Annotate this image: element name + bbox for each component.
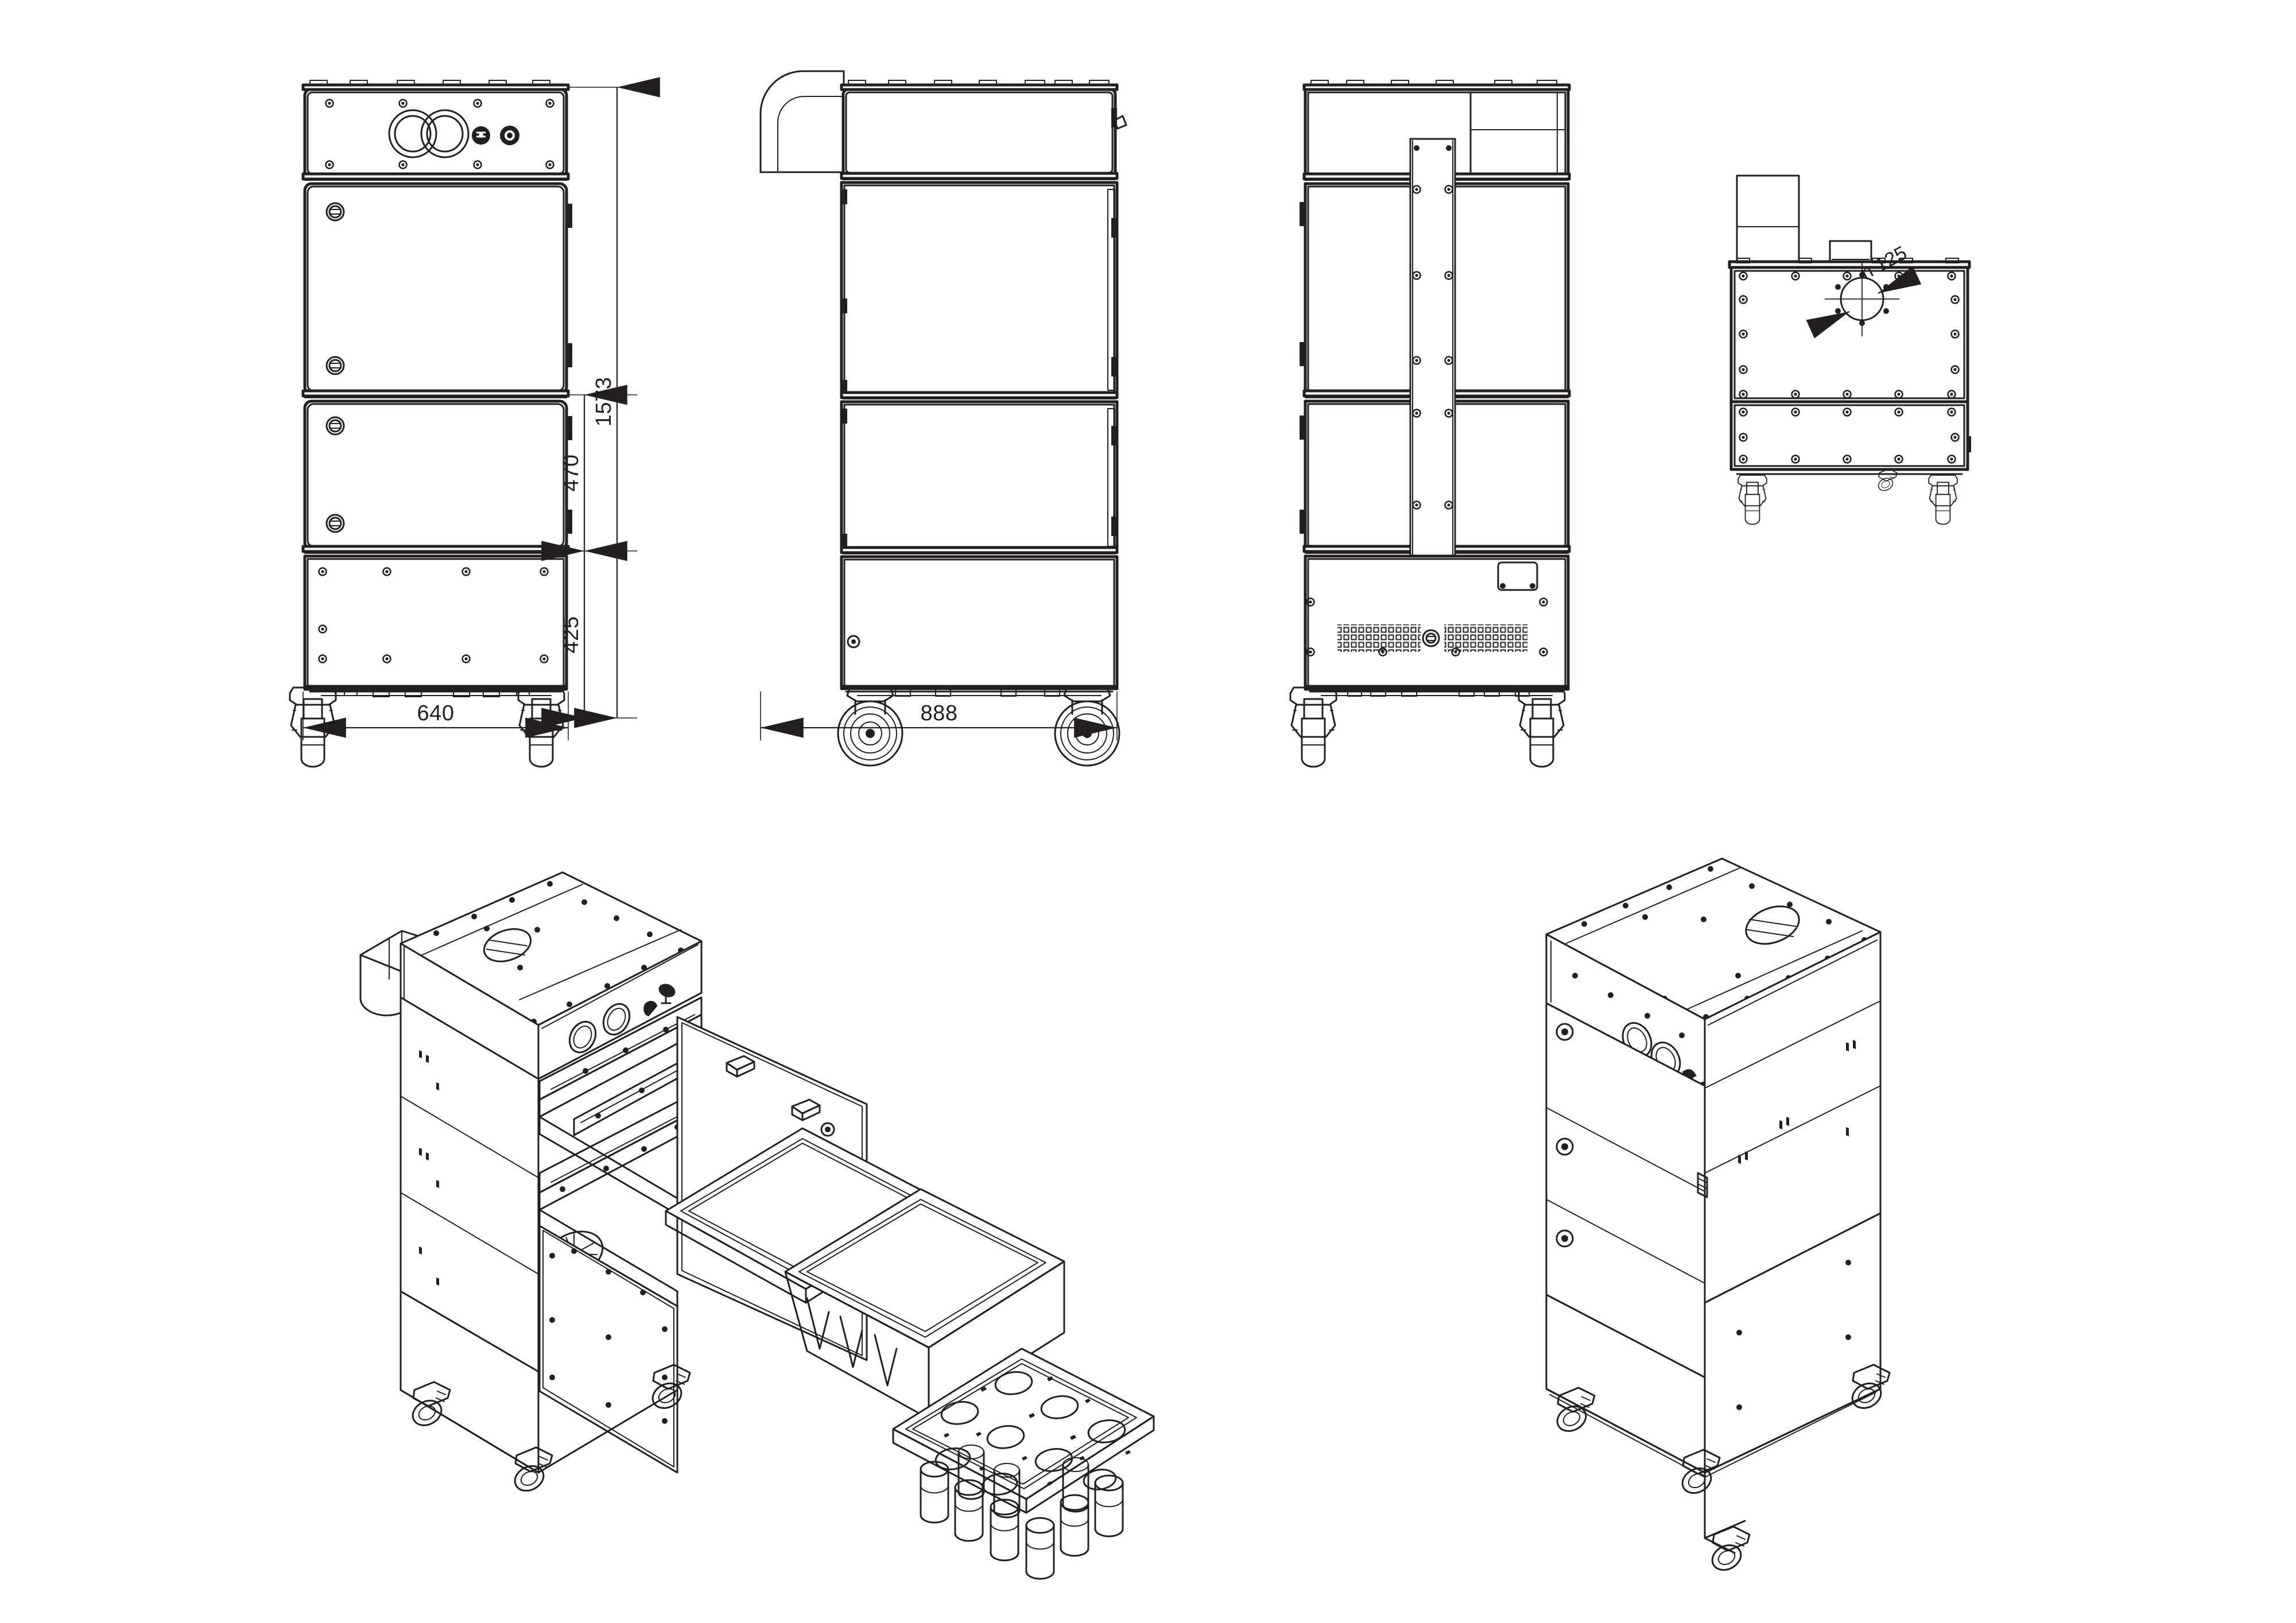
vent-grille-right xyxy=(1444,624,1527,652)
rear-base-section xyxy=(1289,554,1570,768)
iso-roof-inlet xyxy=(483,928,532,962)
front-upper-door[interactable] xyxy=(301,182,572,398)
carbon-tray-holes xyxy=(934,1371,1126,1496)
iso2-hinge xyxy=(1697,1172,1708,1198)
door-latch-upper[interactable] xyxy=(325,202,345,222)
carbon-canisters xyxy=(920,1445,1124,1580)
dimension-group-front: 1573 470 425 640 xyxy=(302,77,660,740)
exploded-isometric-view xyxy=(359,871,1155,1580)
dimension-label-470: 470 xyxy=(559,455,583,492)
iso-gauge-right[interactable] xyxy=(599,1000,635,1039)
filter-carbon-canister-tray[interactable] xyxy=(892,1348,1155,1580)
iso-left-face-marks xyxy=(419,1050,439,1286)
iso-rotary-switch[interactable] xyxy=(641,999,658,1018)
door-latch-upper-2[interactable] xyxy=(325,356,345,375)
rear-view xyxy=(1289,80,1571,768)
dimension-470: 470 xyxy=(541,385,627,561)
door-latch-mid-2[interactable] xyxy=(325,514,345,533)
gauge-right[interactable] xyxy=(420,109,470,158)
top-view-casters xyxy=(1737,468,1958,525)
iso2-left-face xyxy=(1545,1002,1708,1379)
iso-gauge-left[interactable] xyxy=(565,1018,601,1057)
iso-cabinet-base xyxy=(400,1225,691,1497)
side-handle[interactable] xyxy=(1111,108,1127,130)
dimension-group-side: 888 xyxy=(760,692,1118,740)
side-base-brackets xyxy=(895,688,1060,697)
side-access-latch[interactable] xyxy=(847,635,860,649)
top-view-connector xyxy=(1829,240,1872,263)
iso-indicator-lamp[interactable] xyxy=(657,981,677,1004)
dimension-label-640: 640 xyxy=(417,701,455,725)
dimension-label-425: 425 xyxy=(559,616,583,654)
iso2-roof-inlet xyxy=(1745,905,1800,945)
side-exhaust-duct xyxy=(759,70,845,173)
iso2-base xyxy=(1545,1212,1891,1576)
side-top-section xyxy=(840,80,1127,180)
side-upper-door[interactable] xyxy=(840,181,1119,399)
dimension-425: 425 xyxy=(541,541,627,728)
gauge-left[interactable] xyxy=(388,109,437,158)
dimension-label-888: 888 xyxy=(921,701,958,725)
side-view xyxy=(759,70,1127,767)
caster-rear-left xyxy=(1289,686,1337,768)
door-latch-mid[interactable] xyxy=(325,416,345,436)
iso-control-box xyxy=(537,940,703,1080)
dimension-1573: 1573 xyxy=(574,77,660,728)
side-mid-door[interactable] xyxy=(840,400,1119,554)
inlet-port xyxy=(1825,262,1899,336)
rear-electrical-box[interactable] xyxy=(1497,561,1538,591)
v-bank-pleat-fins xyxy=(806,1297,898,1387)
iso-door-hinge xyxy=(820,1122,835,1137)
assembled-isometric-view xyxy=(1545,857,1891,1576)
top-view-main-panel: n 125 xyxy=(1729,242,1969,403)
vent-grille-left xyxy=(1337,624,1421,652)
dimension-640: 640 xyxy=(303,701,568,738)
dimension-888: 888 xyxy=(761,701,1117,738)
top-view-lower-panel xyxy=(1729,400,1971,525)
dimension-label-1573: 1573 xyxy=(592,377,616,427)
indicator-lamp[interactable] xyxy=(500,126,519,145)
rear-center-fitting xyxy=(1422,629,1440,647)
front-control-section xyxy=(301,80,570,181)
iso2-left-latches[interactable] xyxy=(1556,1023,1574,1248)
top-view-duct xyxy=(1736,174,1800,269)
caster-rear-right xyxy=(1518,686,1566,768)
front-view xyxy=(289,80,572,768)
side-base-section xyxy=(837,555,1120,767)
front-base-section xyxy=(289,554,568,768)
iso-door-handle-top[interactable] xyxy=(726,1055,755,1078)
rotary-switch[interactable] xyxy=(472,126,490,145)
iso-door-handle-bottom[interactable] xyxy=(791,1098,821,1121)
top-view: n 125 xyxy=(1728,174,1971,525)
base-brackets xyxy=(344,688,530,697)
iso2-right-marks xyxy=(1738,1040,1856,1164)
front-mid-door[interactable] xyxy=(301,399,572,554)
rear-duct-cutout xyxy=(1469,91,1566,175)
